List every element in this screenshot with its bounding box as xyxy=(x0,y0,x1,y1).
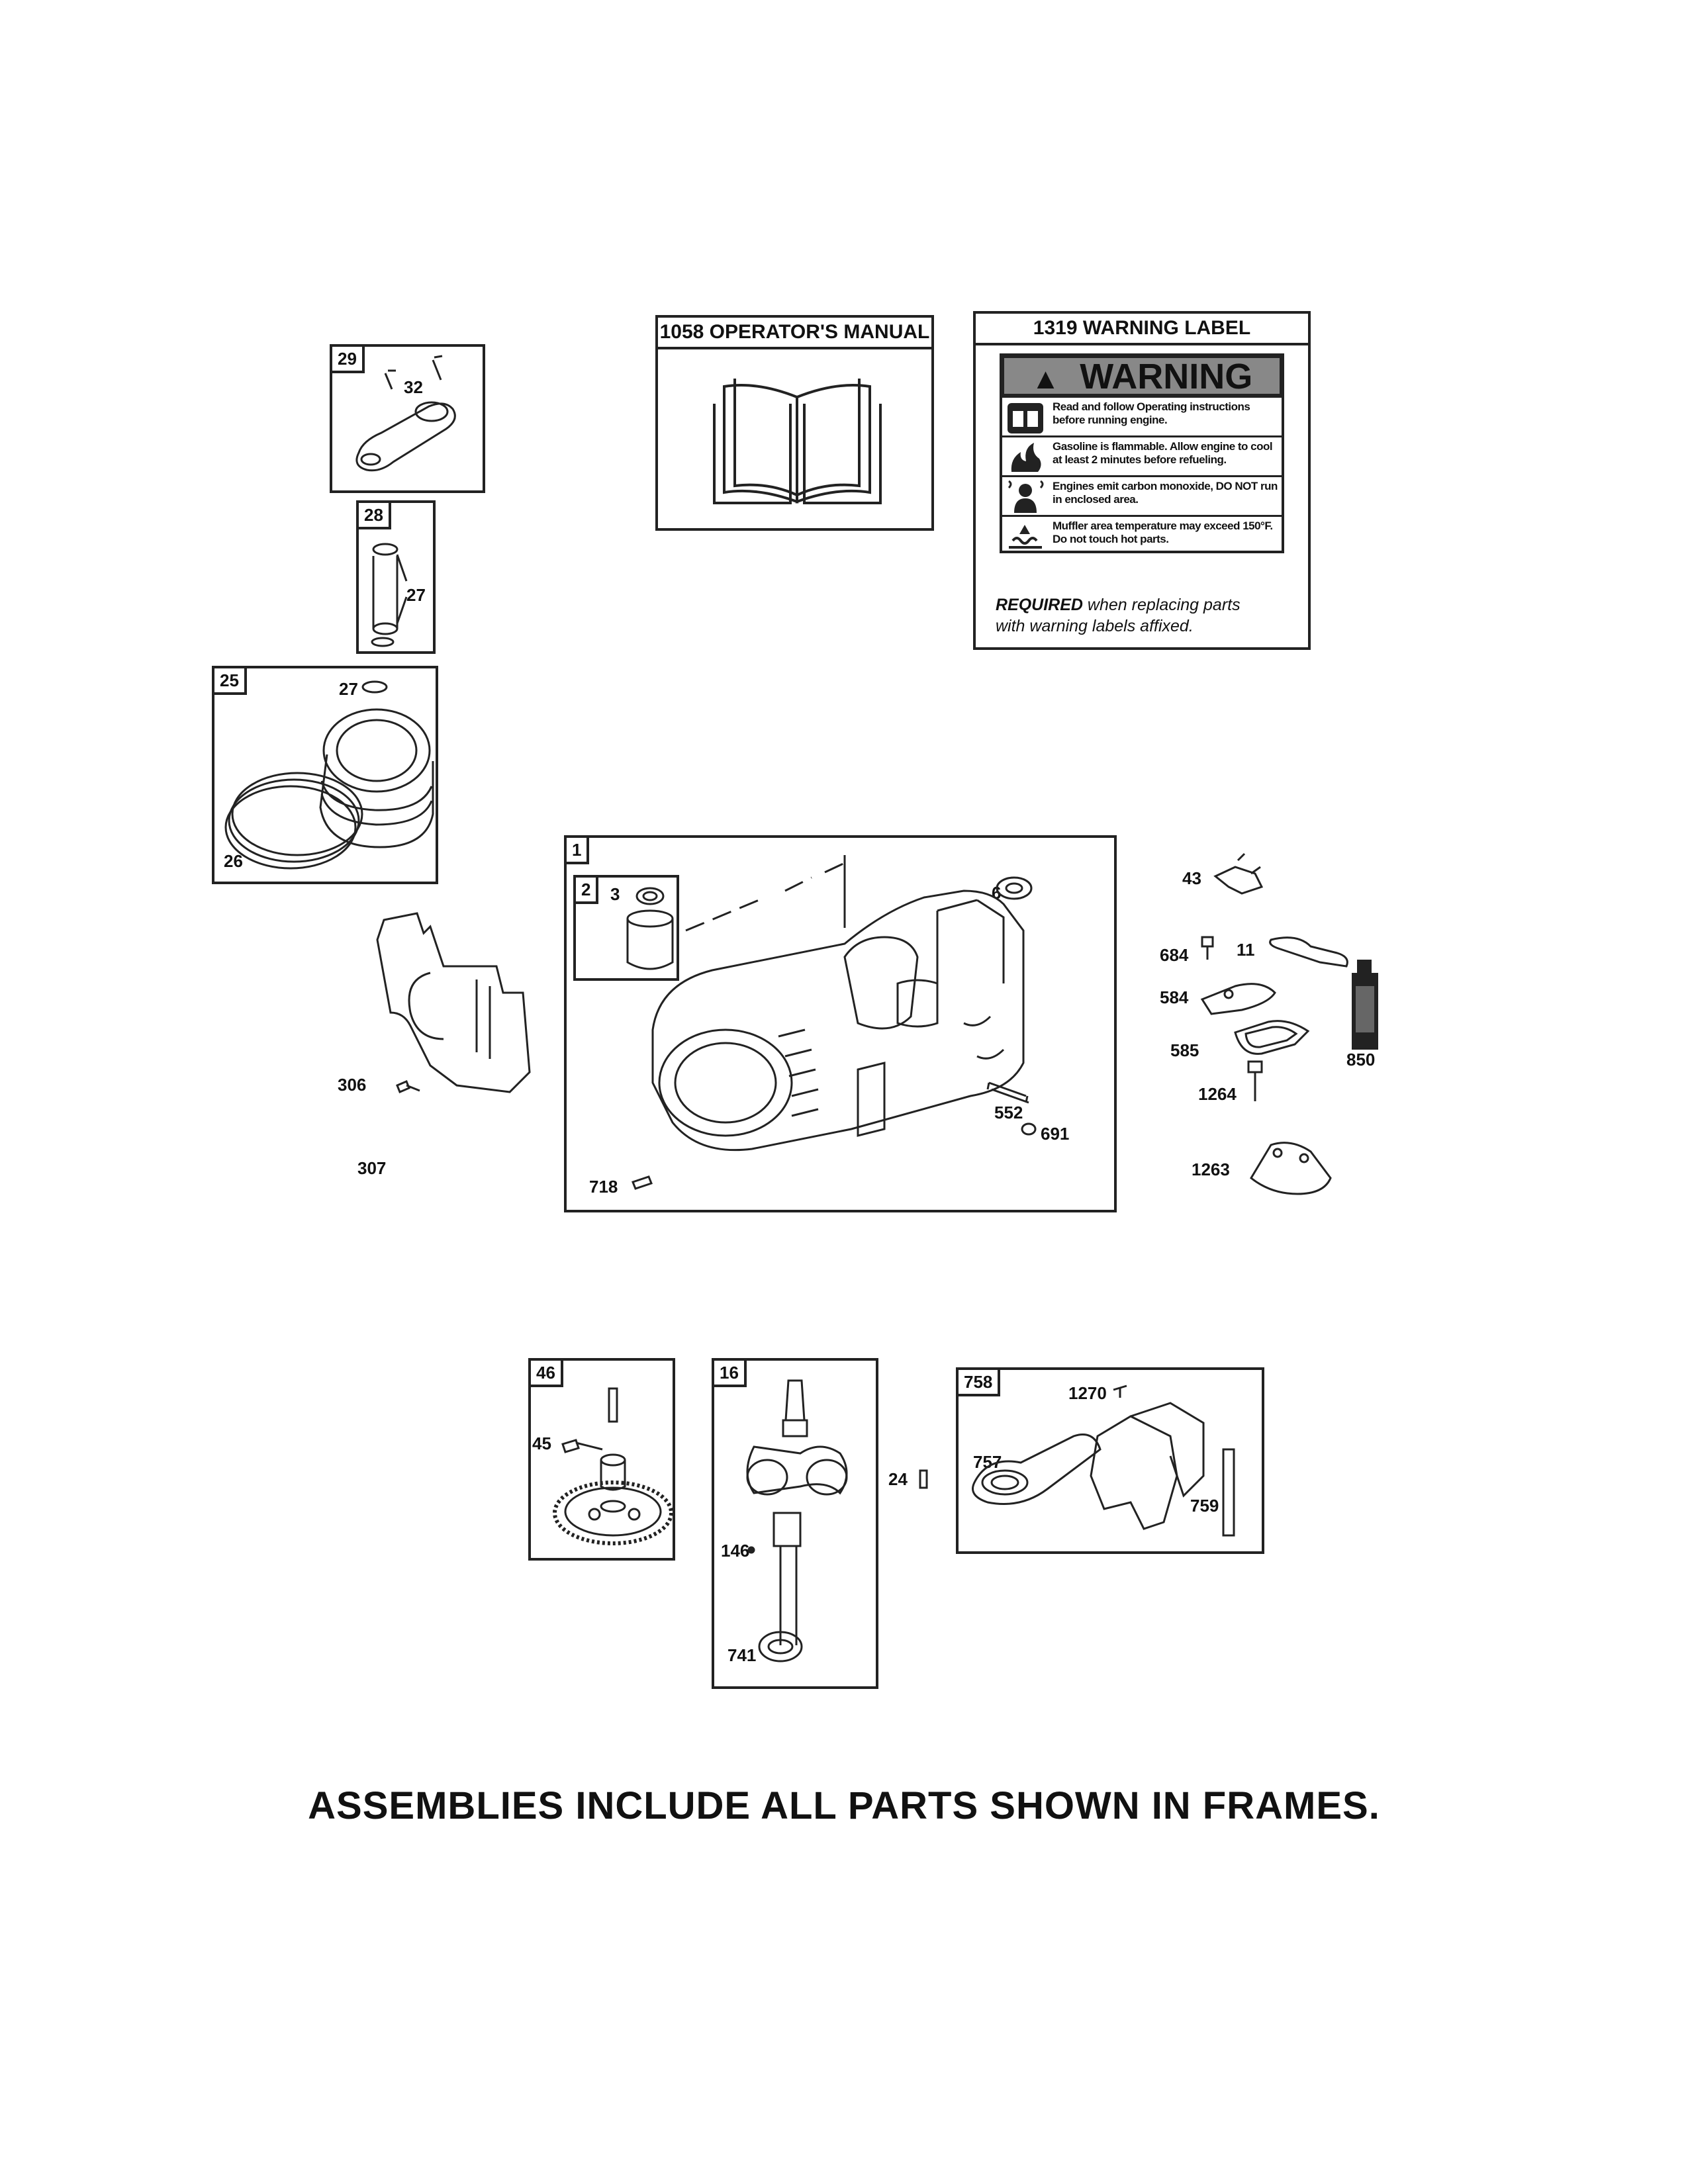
operators-manual-box: 1058 OPERATOR'S MANUAL xyxy=(655,315,934,531)
part-label: 584 xyxy=(1160,987,1189,1007)
key-pin-drawing xyxy=(919,1469,928,1489)
book-icon xyxy=(713,379,882,504)
cam-follower-drawing xyxy=(972,1385,1235,1537)
frame-758: 758 1270 757 759 xyxy=(956,1367,1264,1554)
required-bold: REQUIRED xyxy=(996,596,1083,614)
frame-tag: 25 xyxy=(214,668,247,695)
warning-line: Engines emit carbon monoxide, DO NOT run… xyxy=(1053,480,1278,506)
manual-icon xyxy=(1008,403,1043,433)
part-label: 759 xyxy=(1190,1496,1219,1516)
part-label: 1270 xyxy=(1068,1383,1107,1403)
part-label: 43 xyxy=(1182,868,1201,888)
part-label: 684 xyxy=(1160,945,1189,965)
frame-tag: 2 xyxy=(576,878,599,904)
part-label: 27 xyxy=(406,585,426,605)
warning-label-box: 1319 WARNING LABEL ▲ WARNING Read and fol… xyxy=(973,311,1311,650)
frame-16: 16 146 741 xyxy=(712,1358,878,1689)
part-label: 26 xyxy=(224,851,243,871)
camshaft-gear-drawing xyxy=(553,1387,673,1545)
part-label: 3 xyxy=(610,884,620,904)
frame-28: 28 27 xyxy=(356,500,436,654)
frame-2: 2 3 xyxy=(573,875,679,981)
frame-tag: 46 xyxy=(531,1361,563,1387)
frame-tag: 758 xyxy=(959,1370,1001,1396)
part-label: 691 xyxy=(1041,1124,1070,1144)
air-guide-drawing xyxy=(376,912,531,1093)
part-label: 718 xyxy=(589,1177,618,1197)
warning-row: Muffler area temperature may exceed 150°… xyxy=(1002,515,1282,553)
frame-tag: 16 xyxy=(714,1361,747,1387)
breather-parts-drawing xyxy=(1200,852,1378,1195)
part-label: 24 xyxy=(888,1469,908,1489)
required-line2: with warning labels affixed. xyxy=(996,617,1194,635)
frame-29: 29 32 xyxy=(330,344,485,493)
part-label: 45 xyxy=(532,1433,551,1453)
part-label: 552 xyxy=(994,1103,1023,1122)
frame-tag: 1 xyxy=(567,838,590,864)
part-label: 585 xyxy=(1170,1040,1199,1060)
frame-25: 25 27 26 xyxy=(212,666,438,884)
warning-banner-text: WARNING xyxy=(1080,357,1253,396)
warning-label-title: 1319 WARNING LABEL xyxy=(976,314,1308,345)
warning-triangle-icon: ▲ xyxy=(1031,363,1060,395)
part-label: 27 xyxy=(339,679,358,699)
flame-icon xyxy=(1011,443,1041,472)
crankshaft-drawing xyxy=(746,1379,848,1662)
hot-surface-icon xyxy=(1009,525,1042,549)
warning-row: Gasoline is flammable. Allow engine to c… xyxy=(1002,435,1282,475)
piston-rings-drawing xyxy=(224,680,434,870)
part-label: 850 xyxy=(1346,1050,1376,1069)
piston-pin-drawing xyxy=(371,543,408,647)
frame-1: 1 6 552 691 718 2 3 xyxy=(564,835,1117,1212)
fumes-person-icon xyxy=(1008,480,1044,513)
part-label: 32 xyxy=(404,377,423,397)
part-label: 307 xyxy=(357,1158,387,1178)
assemblies-caption: ASSEMBLIES INCLUDE ALL PARTS SHOWN IN FR… xyxy=(308,1784,1380,1827)
cylinder-block-drawing xyxy=(632,855,1037,1190)
manual-title: 1058 OPERATOR'S MANUAL xyxy=(658,318,931,349)
part-label: 741 xyxy=(727,1645,757,1665)
required-note: REQUIRED when replacing parts with warni… xyxy=(996,594,1241,637)
part-label: 11 xyxy=(1237,940,1255,960)
warning-decal: ▲ WARNING Read and follow Operating instr… xyxy=(1000,353,1284,553)
frame-46: 46 45 xyxy=(528,1358,675,1561)
frame-tag: 29 xyxy=(332,347,365,373)
part-label: 1263 xyxy=(1192,1160,1230,1179)
warning-line: Gasoline is flammable. Allow engine to c… xyxy=(1053,440,1273,466)
warning-row: Read and follow Operating instructions b… xyxy=(1002,396,1282,435)
part-label: 306 xyxy=(338,1075,367,1095)
connecting-rod-drawing xyxy=(355,355,456,472)
warning-line: Read and follow Operating instructions b… xyxy=(1053,400,1250,426)
frame-tag: 28 xyxy=(359,503,391,529)
part-label: 1264 xyxy=(1198,1084,1237,1104)
required-rest: when replacing parts xyxy=(1082,596,1241,614)
part-label: 146 xyxy=(721,1541,750,1561)
warning-row: Engines emit carbon monoxide, DO NOT run… xyxy=(1002,475,1282,515)
warning-line: Muffler area temperature may exceed 150°… xyxy=(1053,520,1273,545)
warning-banner: ▲ WARNING xyxy=(1002,356,1282,396)
sleeve-drawing xyxy=(626,887,674,970)
